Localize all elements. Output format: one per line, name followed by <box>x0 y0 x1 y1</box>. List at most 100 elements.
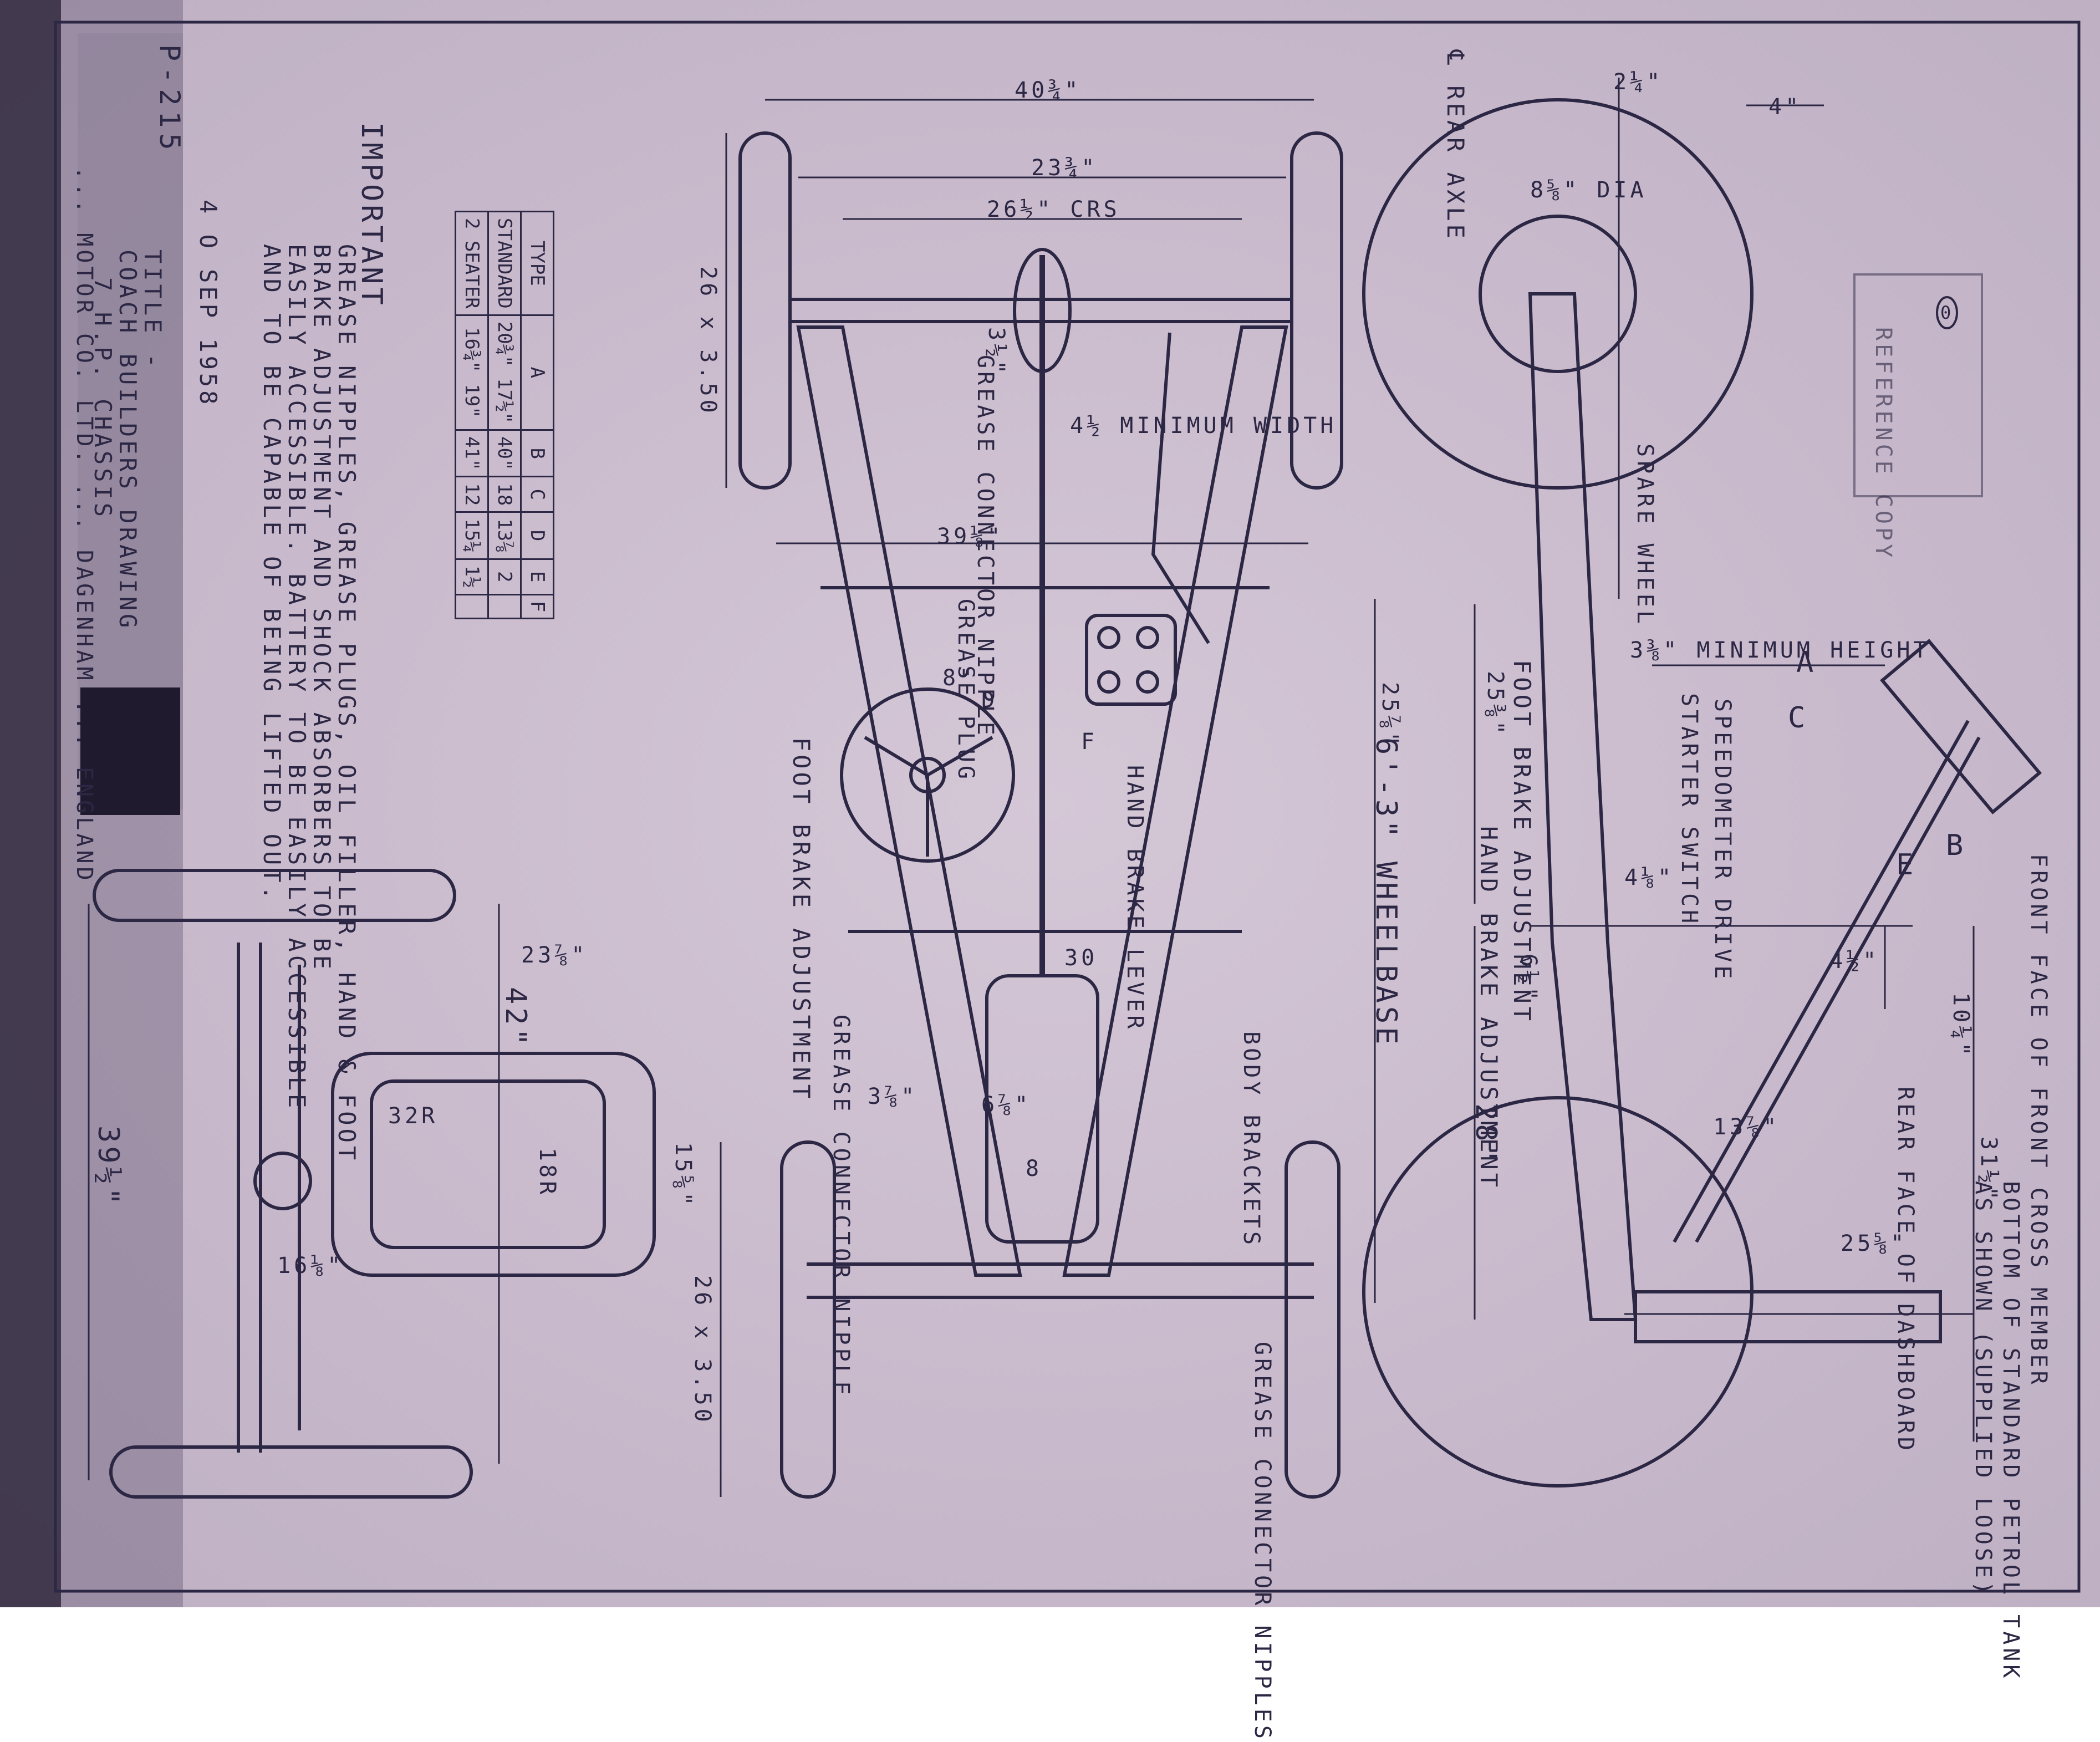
rear-right-tyre <box>1290 131 1343 490</box>
table-cell: 1½ <box>455 559 488 595</box>
front-top-tyre <box>93 869 456 922</box>
front-dim-15: 15⅝" <box>670 1142 696 1209</box>
rear-tyre-size: 26 x 3.50 <box>695 266 721 416</box>
speedometer-drive: SPEEDOMETER DRIVE <box>1710 699 1735 982</box>
sheet-number: 0 <box>1940 302 1955 323</box>
table-cell: 2 <box>488 559 521 595</box>
side-dim-25: 25⅜" <box>1482 671 1508 738</box>
title-line-1: COACH BUILDERS DRAWING <box>114 249 141 631</box>
table-header-cell: E <box>521 559 554 595</box>
title-black-block <box>80 687 180 815</box>
hand-brake-lever <box>1151 332 1210 644</box>
rear-left-tyre <box>738 131 792 490</box>
rear-wheel-side <box>1362 98 1754 490</box>
important-line-1: GREASE NIPPLES, GREASE PLUGS, OIL FILLER… <box>333 244 360 1164</box>
wheelbase-label: 6'-3" WHEELBASE <box>1369 737 1403 1048</box>
blueprint-sheet <box>0 0 2100 1607</box>
table-header-cell: B <box>521 430 554 477</box>
radius-18: 18R <box>534 1148 560 1198</box>
front-dim-23: 23⅞" <box>521 943 588 968</box>
side-dim-13: 13⅞" <box>1713 1114 1780 1140</box>
title-footer: ... MOTOR CO. LTD. ... DAGENHAM ... ENGL… <box>72 166 97 884</box>
table-cell: STANDARD <box>488 211 521 315</box>
letter-c: C <box>1788 701 1809 735</box>
letter-b: B <box>1946 829 1967 862</box>
reference-stamp: REFERENCE COPY <box>1870 327 1896 561</box>
dim-frame-width: 23¾" <box>1031 155 1098 181</box>
letter-d: D <box>981 687 998 713</box>
steering-column <box>1673 720 1970 1243</box>
side-dim-10: 10¼" <box>1948 992 1974 1060</box>
body-brackets: BODY BRACKETS <box>1238 1031 1264 1249</box>
front-view <box>88 869 656 1499</box>
steering-column-2 <box>1695 736 1981 1243</box>
table-cell <box>488 594 521 619</box>
table-cell: 16¾" 19" <box>455 315 488 430</box>
min-height-label: 3⅜" MINIMUM HEIGHT <box>1630 638 1930 663</box>
grease-connector-2: GREASE CONNECTOR NIPPLE <box>828 1015 854 1398</box>
front-left-tyre <box>780 1140 836 1499</box>
dim-25-plan: 25⅞" <box>1377 682 1403 749</box>
table-cell: 15¼ <box>455 512 488 559</box>
side-dim-4c: 4½" <box>1829 948 1880 974</box>
rear-face-dashboard: REAR FACE OF DASHBOARD <box>1893 1087 1918 1454</box>
type-table: TYPE A B C D E F STANDARD 20¾" 17½" 40" … <box>455 211 554 619</box>
frame-left <box>796 325 1022 1277</box>
rear-tank <box>1634 1290 1942 1343</box>
side-dimensions <box>1474 78 1975 1442</box>
important-line-4: AND TO BE CAPABLE OF BEING LIFTED OUT. <box>258 244 286 903</box>
important-line-3: EASILY ACCESSIBLE. BATTERY TO BE EASILY … <box>283 244 310 1112</box>
front-face-cross-member: FRONT FACE OF FRONT CROSS MEMBER <box>2026 854 2051 1388</box>
tank-note-2: AS SHOWN (SUPPLIED LOOSE) <box>1970 1181 1996 1598</box>
received-stamp: 4 O SEP 1958 <box>195 200 222 408</box>
sheet-border <box>54 21 2081 1593</box>
side-dim-28: 28" <box>1469 1103 1502 1165</box>
table-header-cell: C <box>521 476 554 512</box>
table-cell <box>455 594 488 619</box>
engine-sump <box>985 974 1099 1244</box>
table-cell: 2 SEATER <box>455 211 488 315</box>
front-bottom-tyre <box>109 1445 473 1499</box>
front-dim-39: 39½" <box>91 1125 125 1209</box>
side-dim-6: 6½" <box>1516 954 1541 1004</box>
grease-connector-nipples: GREASE CONNECTOR NIPPLES <box>1250 1342 1275 1742</box>
steering-wheel-side <box>1880 639 2042 814</box>
left-dark-band <box>0 0 61 1607</box>
side-dim-4b: 4⅛" <box>1624 865 1675 890</box>
side-dim-25b: 25⅝" <box>1841 1231 1908 1256</box>
rear-axle-centreline: ℄ REAR AXLE <box>1442 50 1469 242</box>
important-line-2: BRAKE ADJUSTMENT AND SHOCK ABSORBERS TO … <box>308 244 335 973</box>
tank-note-1: BOTTOM OF STANDARD PETROL TANK <box>1998 1181 2023 1682</box>
side-view <box>1362 98 2042 1488</box>
table-cell: 40" <box>488 430 521 477</box>
spare-dia: 8⅝" DIA <box>1530 177 1647 203</box>
table-header-cell: TYPE <box>521 211 554 315</box>
dim-6-plan: 6⅞" <box>981 1092 1032 1118</box>
dim-8: 8" <box>942 665 976 691</box>
pedal-block <box>1085 614 1177 706</box>
table-row: STANDARD 20¾" 17½" 40" 18 13⅞ 2 <box>488 211 521 619</box>
front-tyre-size: 26 x 3.50 <box>690 1275 715 1425</box>
letter-a: A <box>1796 646 1817 679</box>
letter-f: F <box>1081 729 1098 755</box>
table-row: 2 SEATER 16¾" 19" 41" 12 15¼ 1½ <box>455 211 488 619</box>
table-cell: 20¾" 17½" <box>488 315 521 430</box>
starter-switch: STARTER SWITCH <box>1676 693 1702 927</box>
drawing-number: P-215 <box>154 44 186 156</box>
foot-brake-adjustment: FOOT BRAKE ADJUSTMENT <box>788 737 815 1102</box>
radiator-outline <box>331 1052 656 1277</box>
front-right-tyre <box>1285 1140 1340 1499</box>
dim-8b-plan: 8 <box>1026 1156 1043 1181</box>
radius-32: 32R <box>388 1103 439 1129</box>
radiator-core <box>370 1079 606 1249</box>
table-cell: 12 <box>455 476 488 512</box>
letter-e: E <box>1896 848 1917 882</box>
title-strip <box>78 33 183 809</box>
dim-cross: 39⅛" <box>937 524 1004 549</box>
min-width-note: 4½ MINIMUM WIDTH <box>1070 413 1337 439</box>
side-dim-2: 2¼" <box>1613 69 1664 95</box>
plan-dimensions <box>720 99 1376 1497</box>
spare-wheel-label: SPARE WHEEL <box>1632 444 1658 627</box>
table-cell: 41" <box>455 430 488 477</box>
dim-30: 30 <box>1064 945 1098 971</box>
